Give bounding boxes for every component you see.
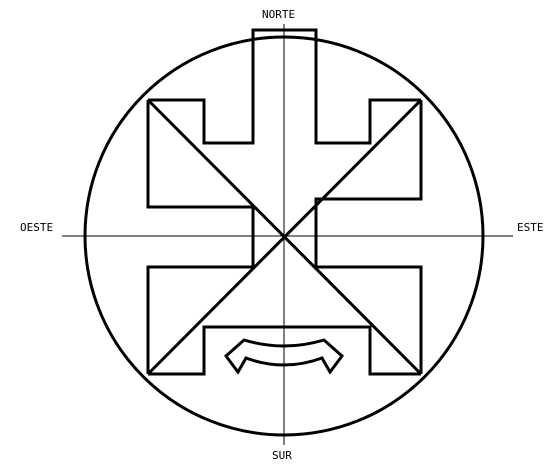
south-label: SUR [272, 450, 292, 462]
west-arm-outline [148, 100, 253, 374]
west-label: OESTE [20, 222, 53, 234]
north-label: NORTE [262, 9, 295, 21]
east-label: ESTE [517, 222, 544, 234]
